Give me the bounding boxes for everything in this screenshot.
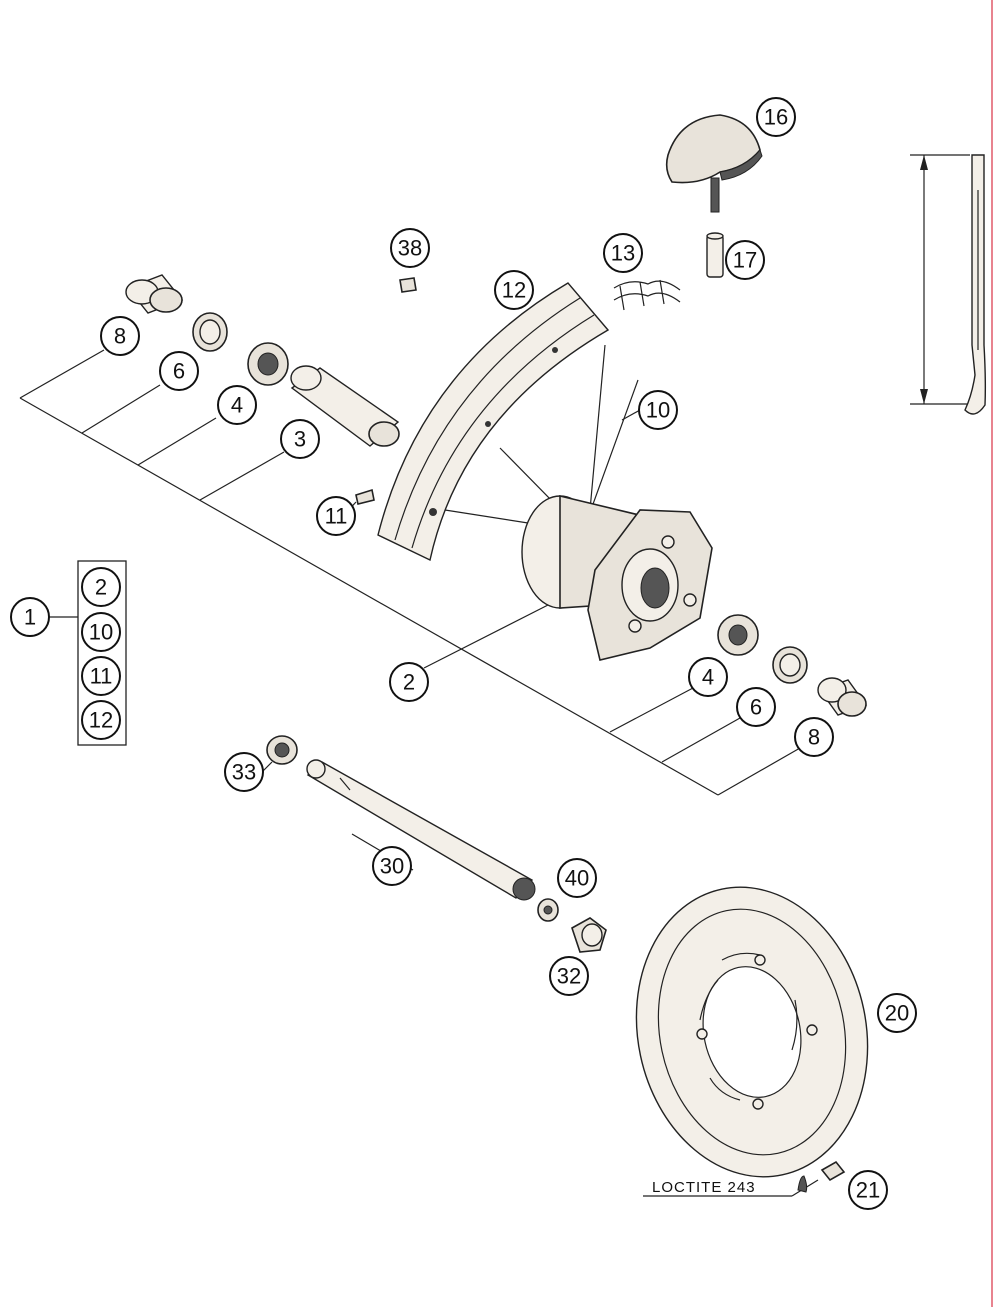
kit-item-2[interactable]: 2 (81, 567, 121, 607)
callout-30[interactable]: 30 (372, 846, 412, 886)
svg-text:21: 21 (856, 1178, 880, 1203)
svg-text:30: 30 (380, 854, 404, 879)
callout-40[interactable]: 40 (557, 858, 597, 898)
svg-text:16: 16 (764, 105, 788, 130)
callout-33[interactable]: 33 (224, 752, 264, 792)
svg-text:10: 10 (89, 620, 113, 645)
disc-screw-part (797, 1160, 846, 1193)
seal-inner-right (779, 653, 801, 677)
valve-cap-part (399, 277, 417, 293)
axle-nut-part (571, 917, 607, 953)
callout-3[interactable]: 3 (280, 419, 320, 459)
callout-4-left[interactable]: 4 (217, 385, 257, 425)
svg-text:4: 4 (231, 393, 243, 418)
brake-disc-part (635, 886, 869, 1178)
nipple-part (355, 488, 375, 505)
rim-part (377, 282, 610, 562)
svg-text:12: 12 (502, 278, 526, 303)
svg-text:40: 40 (565, 866, 589, 891)
callout-8-right[interactable]: 8 (794, 717, 834, 757)
rim-lock-part (665, 114, 763, 213)
svg-text:2: 2 (403, 670, 415, 695)
kit-item-10[interactable]: 10 (81, 612, 121, 652)
svg-text:33: 33 (232, 760, 256, 785)
callout-10[interactable]: 10 (638, 390, 678, 430)
kit-box (77, 560, 127, 746)
bush-inner-33 (274, 742, 290, 758)
spacer-part-left (125, 274, 184, 314)
callout-16[interactable]: 16 (756, 97, 796, 137)
bearing-inner-right (728, 624, 748, 646)
callout-6-left[interactable]: 6 (159, 351, 199, 391)
callout-1[interactable]: 1 (10, 597, 50, 637)
svg-text:12: 12 (89, 708, 113, 733)
svg-text:6: 6 (173, 359, 185, 384)
svg-text:17: 17 (733, 248, 757, 273)
callout-12[interactable]: 12 (494, 270, 534, 310)
callout-20[interactable]: 20 (877, 993, 917, 1033)
svg-text:4: 4 (702, 665, 714, 690)
seal-inner-left (199, 319, 221, 345)
callout-38[interactable]: 38 (390, 228, 430, 268)
rim-band-part (613, 279, 681, 311)
kit-item-11[interactable]: 11 (81, 656, 121, 696)
kit-item-12[interactable]: 12 (81, 700, 121, 740)
svg-text:3: 3 (294, 427, 306, 452)
callout-6-right[interactable]: 6 (736, 687, 776, 727)
loctite-note: LOCTITE 243 (652, 1179, 756, 1196)
bearing-inner-left (257, 352, 279, 376)
rim-profile-dimension (910, 154, 987, 415)
svg-text:11: 11 (90, 664, 113, 689)
axle-part (306, 759, 536, 901)
callout-32[interactable]: 32 (549, 956, 589, 996)
svg-text:2: 2 (95, 575, 107, 600)
svg-text:6: 6 (750, 695, 762, 720)
svg-text:38: 38 (398, 236, 422, 261)
svg-text:1: 1 (24, 605, 36, 630)
hub-part (521, 494, 713, 661)
callout-13[interactable]: 13 (603, 233, 643, 273)
distance-tube-part (290, 365, 400, 447)
svg-text:10: 10 (646, 398, 670, 423)
svg-text:11: 11 (325, 504, 348, 529)
callout-4-right[interactable]: 4 (688, 657, 728, 697)
callout-8-left[interactable]: 8 (100, 316, 140, 356)
nut-part-17 (706, 232, 724, 278)
svg-text:13: 13 (611, 241, 635, 266)
spacer-part-right (817, 677, 868, 717)
callout-17[interactable]: 17 (725, 240, 765, 280)
svg-text:32: 32 (557, 964, 581, 989)
callout-21[interactable]: 21 (848, 1170, 888, 1210)
callout-11[interactable]: 11 (316, 496, 356, 536)
washer-inner (543, 905, 553, 915)
svg-text:8: 8 (114, 324, 126, 349)
svg-text:20: 20 (885, 1001, 909, 1026)
svg-text:8: 8 (808, 725, 820, 750)
callout-2[interactable]: 2 (389, 662, 429, 702)
